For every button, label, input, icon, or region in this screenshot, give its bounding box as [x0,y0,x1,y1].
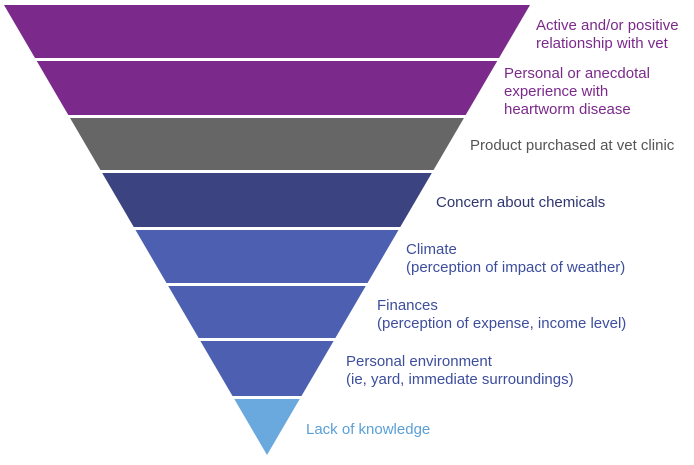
funnel-level-6-label-line: (perception of expense, income level) [377,315,626,332]
funnel-level-5-label: Climate(perception of impact of weather) [406,241,625,276]
funnel-level-4-band [102,173,432,227]
funnel-level-8-band [234,399,300,455]
funnel-level-8-label-line: Lack of knowledge [306,421,430,438]
funnel-level-6-label-line: Finances [377,297,438,314]
funnel-level-5-band [135,230,399,283]
funnel-level-7-label-line: (ie, yard, immediate surroundings) [346,371,574,388]
funnel-level-5-label-line: Climate [406,241,457,258]
funnel-level-4-label-line: Concern about chemicals [436,194,605,211]
funnel-level-1-band [4,5,530,58]
funnel-level-6-band [168,286,366,338]
funnel-level-5-label-line: (perception of impact of weather) [406,259,625,276]
funnel-level-7-label-line: Personal environment [346,353,493,370]
funnel-level-1-label-line: relationship with vet [536,35,669,52]
funnel-level-2-label-line: experience with [504,83,608,100]
funnel-level-2-band [36,61,498,115]
funnel-level-3-label: Product purchased at vet clinic [470,137,675,154]
funnel-level-2-label-line: heartworm disease [504,101,631,118]
funnel-level-3-label-line: Product purchased at vet clinic [470,137,675,154]
funnel-level-7-band [200,341,334,396]
funnel-level-6-label: Finances(perception of expense, income l… [377,297,626,332]
funnel-level-8-label: Lack of knowledge [306,421,430,438]
funnel-level-2-label-line: Personal or anecdotal [504,65,650,82]
funnel-level-4-label: Concern about chemicals [436,194,605,211]
funnel-level-7-label: Personal environment(ie, yard, immediate… [346,353,574,388]
funnel-level-3-band [70,118,464,170]
funnel-level-1-label-line: Active and/or positive [536,17,679,34]
